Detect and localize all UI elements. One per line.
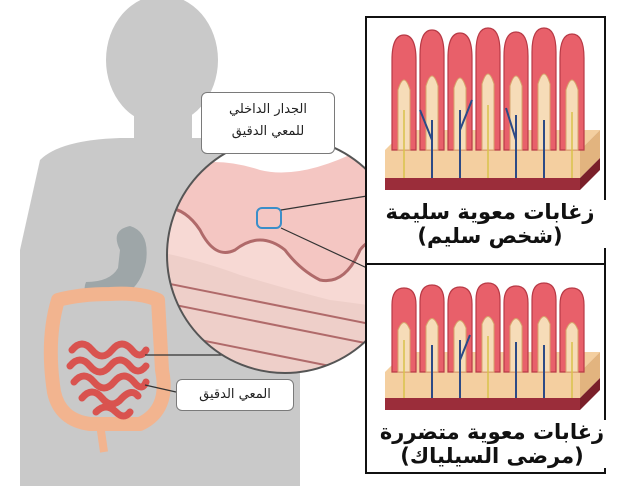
inner-wall-label: الجدار الداخلي للمعي الدقيق <box>201 92 335 154</box>
healthy-villi-subtitle: (شخص سليم) <box>370 224 610 248</box>
rectum <box>100 424 104 452</box>
damaged-villi-title: زغابات معوية متضررة <box>372 420 612 444</box>
small-intestine-label: المعي الدقيق <box>176 379 294 411</box>
damaged-villi-subtitle: (مرضى السيلياك) <box>372 444 612 468</box>
damaged-villi-caption: زغابات معوية متضررة (مرضى السيلياك) <box>372 420 612 468</box>
inner-wall-label-line2: للمعي الدقيق <box>202 121 334 143</box>
healthy-villi-title: زغابات معوية سليمة <box>370 200 610 224</box>
healthy-villi-caption: زغابات معوية سليمة (شخص سليم) <box>370 200 610 248</box>
inner-wall-label-line1: الجدار الداخلي <box>202 99 334 121</box>
